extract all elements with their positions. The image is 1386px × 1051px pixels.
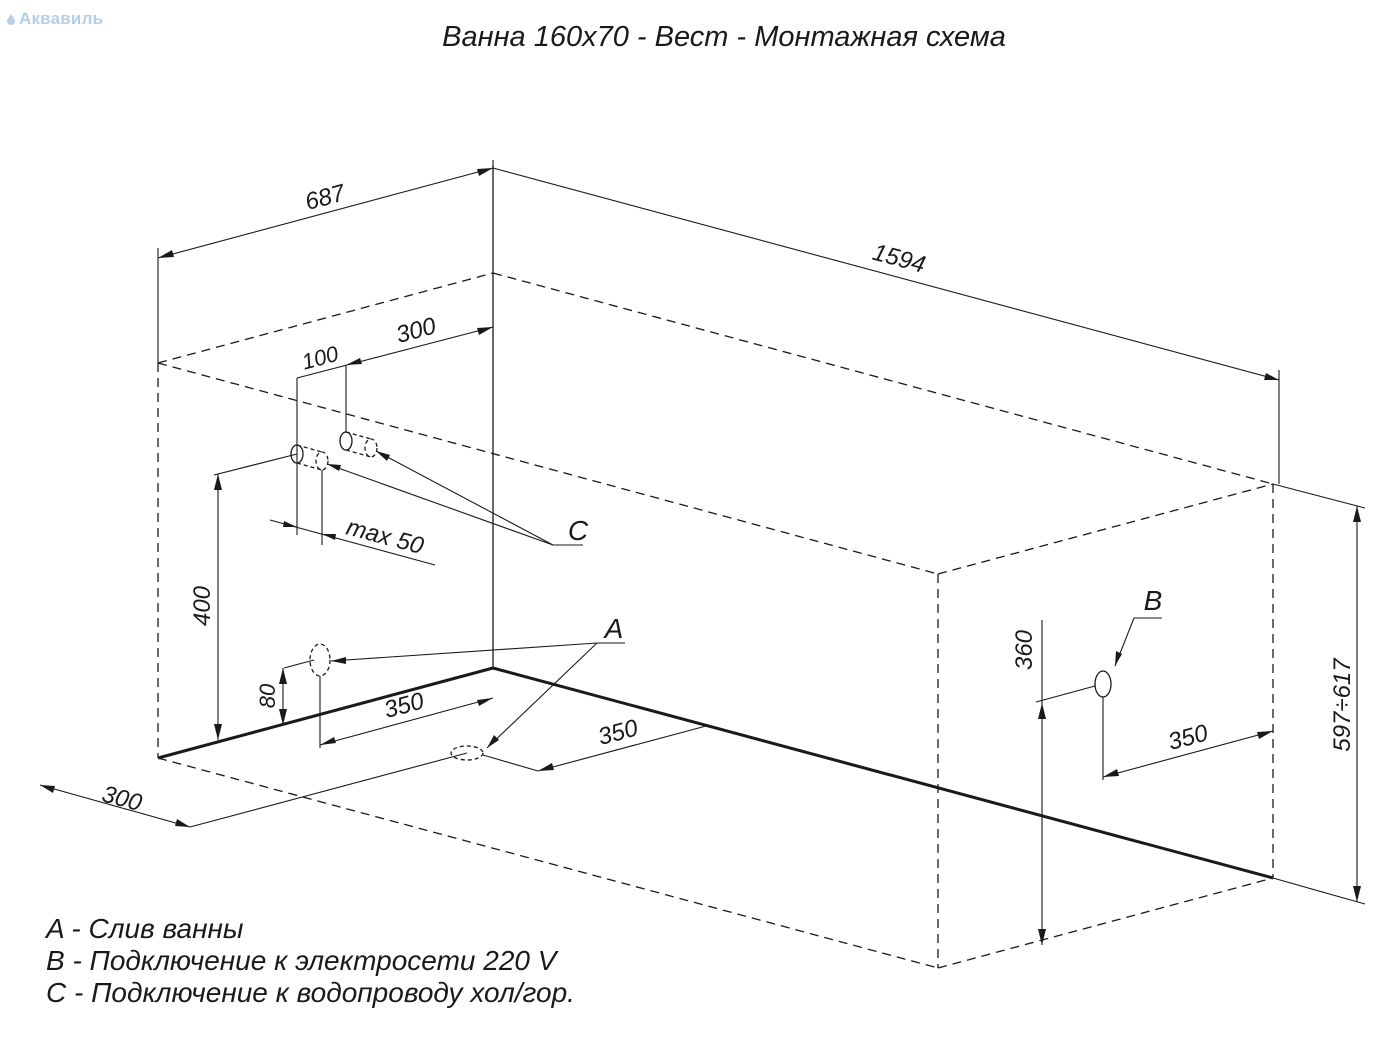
dim-floor-300: 300 xyxy=(39,752,468,828)
marker-a-label: A xyxy=(603,613,624,644)
legend: A - Слив ванны B - Подключение к электро… xyxy=(44,913,575,1008)
legend-item-c: C - Подключение к водопроводу хол/гор. xyxy=(46,977,575,1008)
top-right-edge xyxy=(937,483,1274,575)
top-wall-edge xyxy=(492,272,1274,485)
hole-c-lower-right xyxy=(315,451,329,471)
dim-c-400: 400 xyxy=(189,453,298,740)
top-back-edge xyxy=(157,272,494,364)
dim-1594-label: 1594 xyxy=(870,239,929,279)
floor-edge-extension xyxy=(1272,877,1341,898)
dim-width-687: 687 xyxy=(157,160,494,363)
dim-400-label: 400 xyxy=(189,585,216,626)
dim-350-b-label: 350 xyxy=(1165,719,1211,756)
floor-right-edge xyxy=(937,877,1274,969)
hole-c-upper-right xyxy=(364,438,378,458)
marker-b-label: B xyxy=(1144,585,1163,616)
dim-360-label: 360 xyxy=(1011,629,1038,670)
dim-300-c-label: 300 xyxy=(393,312,439,349)
dim-c-300-100: 300 100 xyxy=(296,312,494,535)
legend-item-a: A - Слив ванны xyxy=(44,913,244,944)
drain-wall: 80 350 xyxy=(255,643,494,748)
dim-350-a-label: 350 xyxy=(381,687,427,724)
dim-c-max50: max 50 xyxy=(269,470,436,566)
marker-c-label: C xyxy=(568,515,589,546)
watermark-logo: Аквавиль xyxy=(6,9,103,29)
watermark-text: Аквавиль xyxy=(19,9,104,28)
electrical-connection: B 360 350 xyxy=(1011,585,1274,945)
dim-100-c-label: 100 xyxy=(299,341,342,375)
water-drop-icon xyxy=(7,13,15,25)
dim-80-label: 80 xyxy=(255,683,280,708)
marker-c-leader: C xyxy=(326,450,589,546)
drain-floor: 350 xyxy=(450,714,707,772)
floor-front-edge xyxy=(157,757,939,969)
hole-c-upper-left xyxy=(339,431,353,451)
water-supply-holes xyxy=(290,431,378,471)
bathtub-outline xyxy=(157,165,1341,969)
diagram-title: Ванна 160x70 - Вест - Монтажная схема xyxy=(442,21,1006,53)
drain-hole-floor xyxy=(450,745,484,761)
floor-wall-edge-long xyxy=(492,666,1274,880)
floor-wall-edge-short xyxy=(157,666,494,760)
marker-a-leader: A xyxy=(330,613,625,749)
hole-b xyxy=(1094,670,1112,698)
legend-item-b: B - Подключение к электросети 220 V xyxy=(46,945,559,976)
dim-max50-label: max 50 xyxy=(343,514,427,561)
dim-height-597-617: 597÷617 xyxy=(1272,483,1366,905)
drain-hole-wall xyxy=(309,643,331,677)
dim-597-617-label: 597÷617 xyxy=(1329,657,1356,752)
dim-687-label: 687 xyxy=(302,179,349,216)
dim-300-floor-label: 300 xyxy=(99,781,145,818)
dim-length-1594: 1594 xyxy=(492,167,1280,484)
